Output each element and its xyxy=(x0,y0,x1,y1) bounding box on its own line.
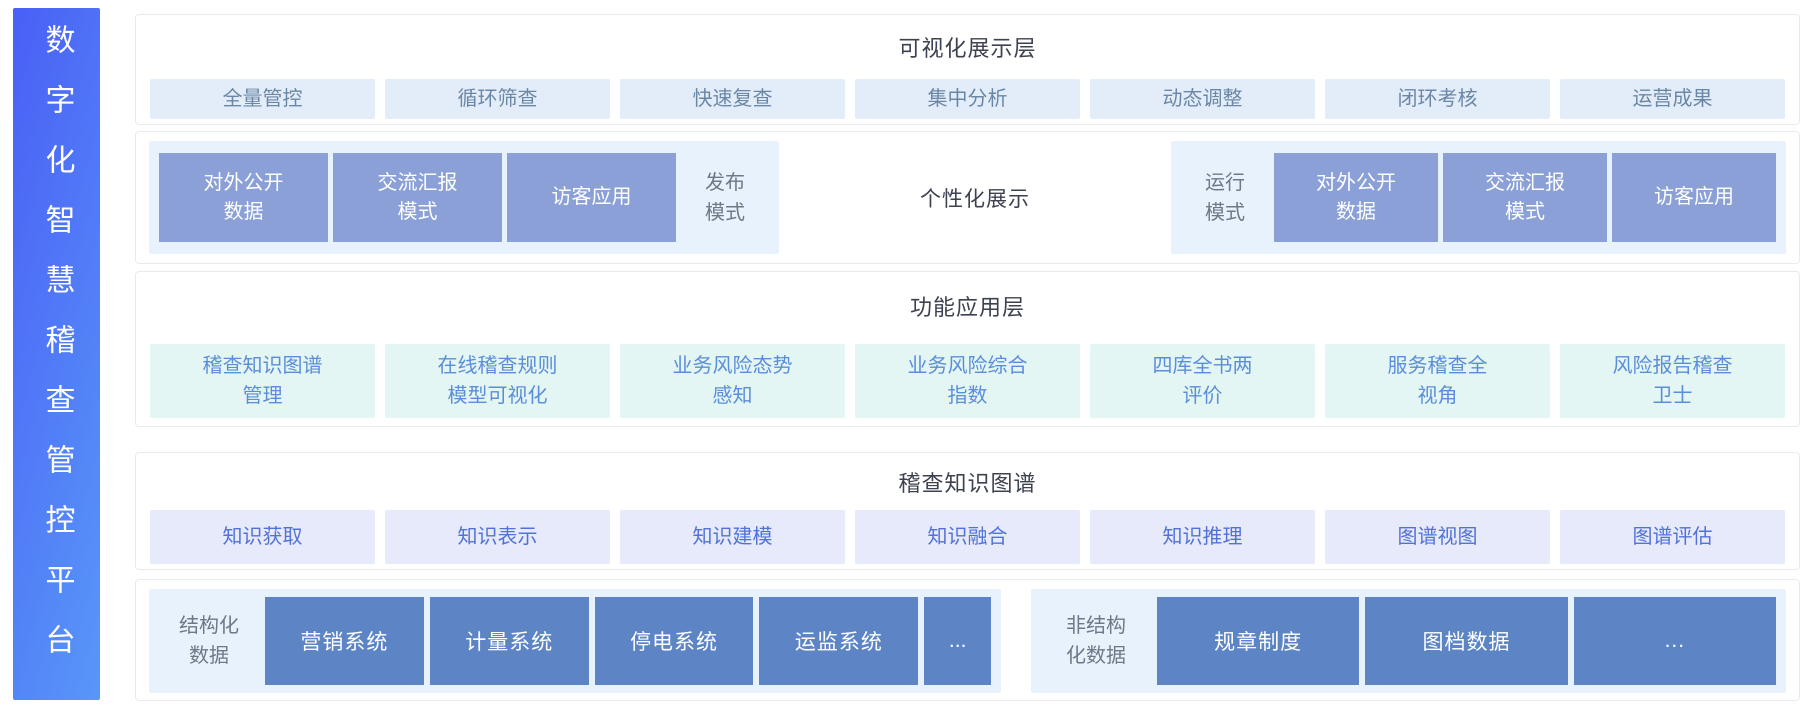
more-systems-box: ... xyxy=(924,597,992,685)
diagram-main: 可视化展示层 全量管控 循环筛查 快速复查 集中分析 动态调整 闭环考核 运营成… xyxy=(135,14,1800,701)
function-item: 业务风险综合 指数 xyxy=(855,344,1080,418)
publish-mode-group: 对外公开 数据 交流汇报 模式 访客应用 发布 模式 xyxy=(149,141,779,254)
knowledge-graph-chip-row: 知识获取 知识表示 知识建模 知识融合 知识推理 图谱视图 图谱评估 xyxy=(136,510,1799,564)
function-application-layer-panel: 功能应用层 稽查知识图谱 管理 在线稽查规则 模型可视化 业务风险态势 感知 业… xyxy=(135,271,1800,427)
knowledge-graph-layer-panel: 稽查知识图谱 知识获取 知识表示 知识建模 知识融合 知识推理 图谱视图 图谱评… xyxy=(135,452,1800,570)
system-box: 运监系统 xyxy=(759,597,919,685)
function-item: 在线稽查规则 模型可视化 xyxy=(385,344,610,418)
visualization-item: 动态调整 xyxy=(1090,79,1315,119)
knowledge-item: 知识获取 xyxy=(150,510,375,564)
structured-data-label: 结构化 数据 xyxy=(179,615,239,667)
run-mode-box: 访客应用 xyxy=(1612,153,1776,242)
display-mode-layer-panel: 对外公开 数据 交流汇报 模式 访客应用 发布 模式 个性化展示 运行 模式 对… xyxy=(135,131,1800,264)
unstructured-data-label: 非结构 化数据 xyxy=(1066,615,1126,667)
publish-mode-box: 访客应用 xyxy=(507,153,676,242)
visualization-item: 快速复查 xyxy=(620,79,845,119)
visualization-item: 集中分析 xyxy=(855,79,1080,119)
knowledge-item: 知识融合 xyxy=(855,510,1080,564)
publish-mode-label: 发布 模式 xyxy=(705,171,745,224)
knowledge-item: 图谱评估 xyxy=(1560,510,1785,564)
visualization-item: 闭环考核 xyxy=(1325,79,1550,119)
function-application-title: 功能应用层 xyxy=(909,295,1025,320)
knowledge-item: 知识推理 xyxy=(1090,510,1315,564)
knowledge-graph-title: 稽查知识图谱 xyxy=(898,471,1037,496)
knowledge-item: 知识建模 xyxy=(620,510,845,564)
visualization-layer-panel: 可视化展示层 全量管控 循环筛查 快速复查 集中分析 动态调整 闭环考核 运营成… xyxy=(135,14,1800,125)
system-box: 图档数据 xyxy=(1365,597,1568,685)
visualization-chip-row: 全量管控 循环筛查 快速复查 集中分析 动态调整 闭环考核 运营成果 xyxy=(136,79,1799,119)
function-application-chip-row: 稽查知识图谱 管理 在线稽查规则 模型可视化 业务风险态势 感知 业务风险综合 … xyxy=(136,344,1799,418)
run-mode-box: 对外公开 数据 xyxy=(1274,153,1438,242)
knowledge-item: 知识表示 xyxy=(385,510,610,564)
publish-mode-box: 对外公开 数据 xyxy=(159,153,328,242)
run-mode-group: 运行 模式 对外公开 数据 交流汇报 模式 访客应用 xyxy=(1171,141,1786,254)
visualization-item: 循环筛查 xyxy=(385,79,610,119)
publish-mode-box: 交流汇报 模式 xyxy=(333,153,502,242)
visualization-item: 全量管控 xyxy=(150,79,375,119)
function-item: 稽查知识图谱 管理 xyxy=(150,344,375,418)
platform-title: 数字化智慧稽查管控平台 xyxy=(40,24,74,684)
data-source-layer-panel: 结构化 数据 营销系统 计量系统 停电系统 运监系统 ... 非结构 化数据 规… xyxy=(135,579,1800,701)
function-item: 四库全书两 评价 xyxy=(1090,344,1315,418)
unstructured-data-group: 非结构 化数据 规章制度 图档数据 ... xyxy=(1031,589,1786,693)
function-item: 服务稽查全 视角 xyxy=(1325,344,1550,418)
visualization-layer-title: 可视化展示层 xyxy=(898,36,1037,61)
function-item: 业务风险态势 感知 xyxy=(620,344,845,418)
run-mode-label: 运行 模式 xyxy=(1205,171,1245,224)
knowledge-item: 图谱视图 xyxy=(1325,510,1550,564)
structured-data-group: 结构化 数据 营销系统 计量系统 停电系统 运监系统 ... xyxy=(149,589,1001,693)
system-box: 停电系统 xyxy=(594,597,754,685)
more-systems-box: ... xyxy=(1573,597,1776,685)
visualization-item: 运营成果 xyxy=(1560,79,1785,119)
personalized-display-label: 个性化展示 xyxy=(920,187,1030,211)
system-box: 营销系统 xyxy=(265,597,424,685)
run-mode-box: 交流汇报 模式 xyxy=(1443,153,1607,242)
platform-sidebar: 数字化智慧稽查管控平台 xyxy=(13,8,100,700)
system-box: 规章制度 xyxy=(1157,597,1360,685)
function-item: 风险报告稽查 卫士 xyxy=(1560,344,1785,418)
system-box: 计量系统 xyxy=(429,597,589,685)
